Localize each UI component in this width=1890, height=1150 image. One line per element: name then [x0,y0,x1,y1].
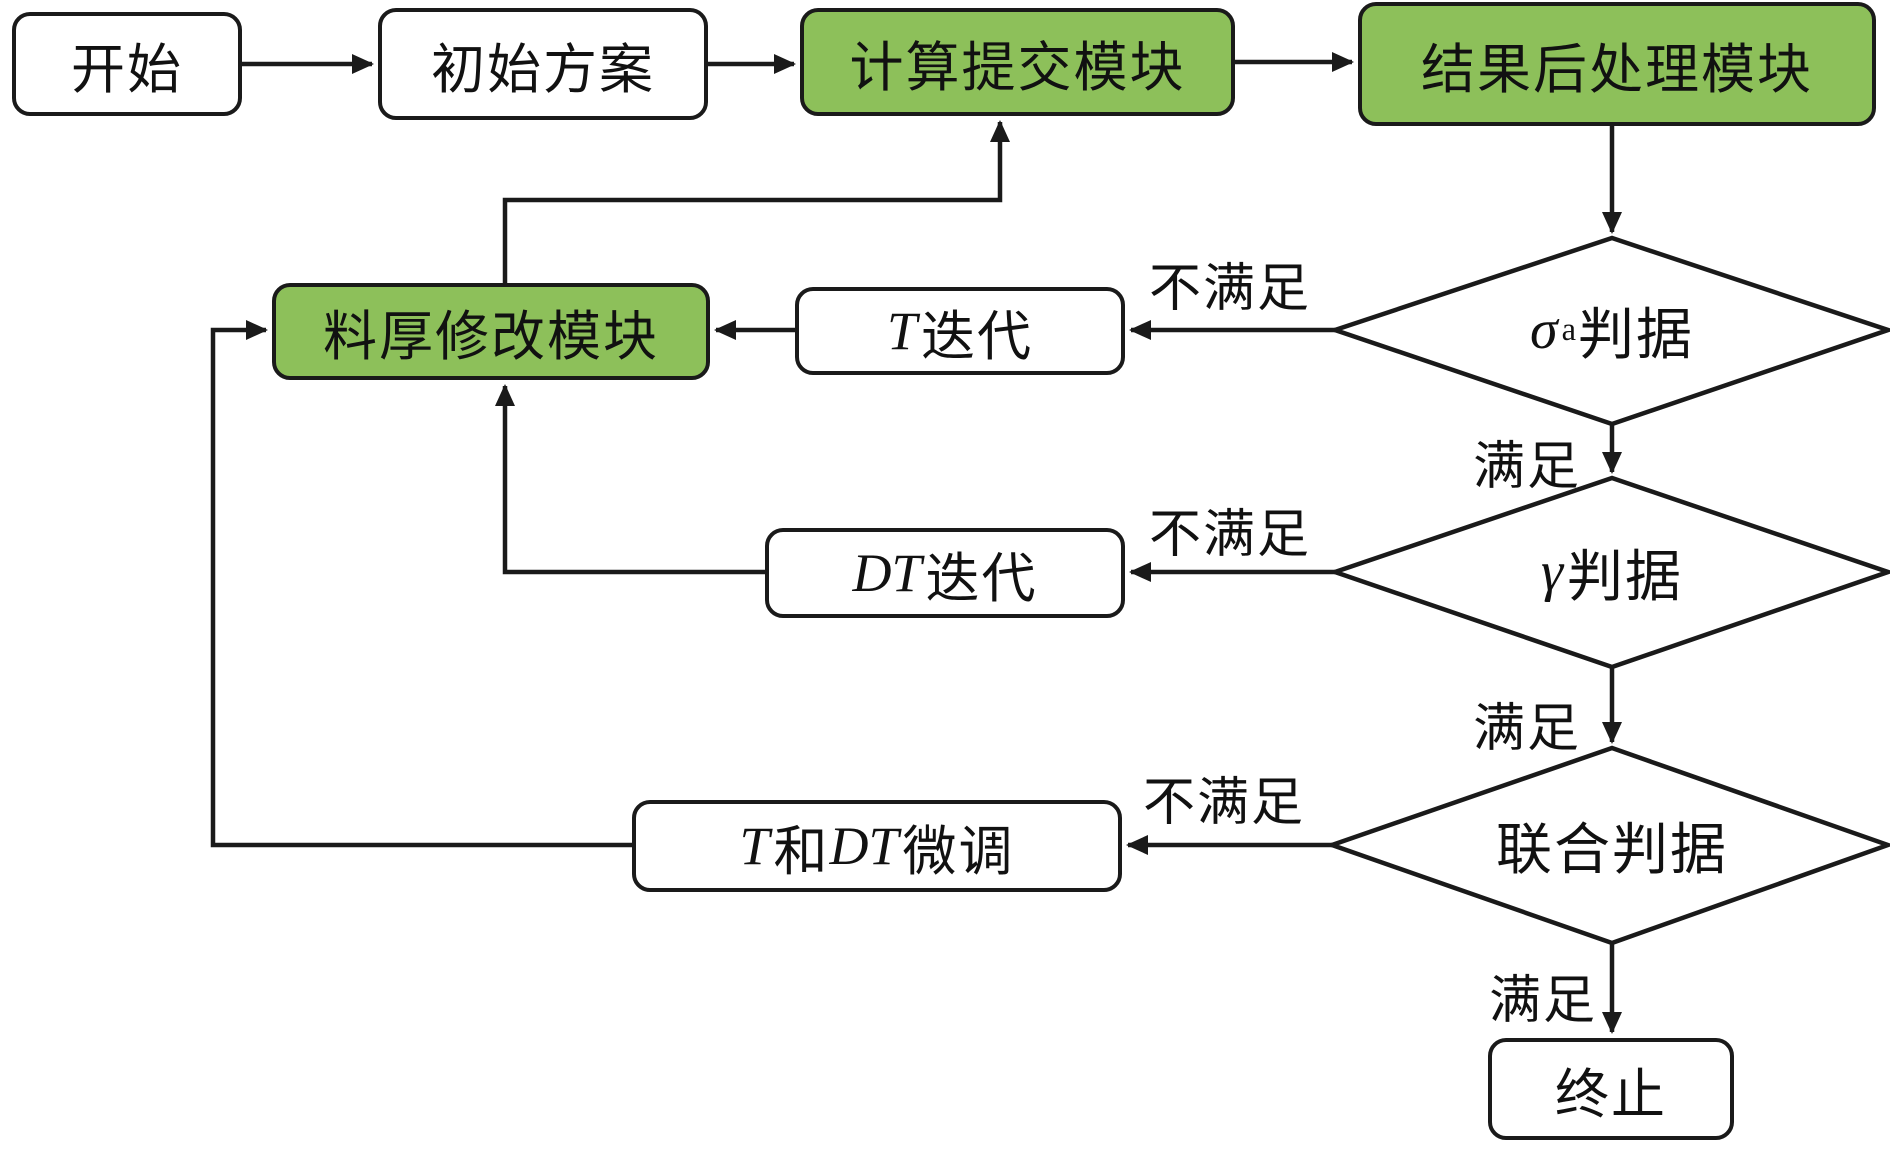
node-result-postprocess-module-label: 结果后处理模块 [1421,39,1813,100]
decision-gamma-suffix: 判据 [1567,546,1684,609]
arrow-dtiter-to-thickness [495,384,765,575]
node-calculation-submit-module: 计算提交模块 [800,8,1235,116]
node-t-iteration-suffix: 迭代 [921,306,1034,367]
node-t-iteration-var: T [886,301,918,361]
node-t-dt-finetune-suffix: 微调 [902,821,1015,882]
decision-sigma-suffix: 判据 [1578,304,1695,367]
node-end-label: 终止 [1555,1064,1667,1125]
node-dt-iteration-var: DT [852,543,922,603]
node-initial-scheme-label: 初始方案 [431,39,655,100]
edge-label-unsatisfied-gamma: 不满足 [1148,507,1311,564]
edge-label-satisfied-gamma: 满足 [1472,701,1581,758]
decision-gamma-symbol: γ [1540,541,1564,603]
node-calculation-submit-module-label: 计算提交模块 [849,37,1186,98]
arrow-tdt-to-thickness [210,320,632,848]
edge-label-satisfied-joint: 满足 [1488,973,1597,1030]
edge-label-satisfied-sigma: 满足 [1472,439,1581,496]
decision-sigma-subscript: a [1561,311,1579,348]
node-t-dt-finetune-var1: T [739,816,770,876]
arrow-thickness-to-submit [502,120,1010,283]
node-start: 开始 [12,12,242,116]
node-dt-iteration-suffix: 迭代 [925,548,1038,609]
node-t-dt-finetune-mid: 和 [773,821,830,882]
decision-joint-label: 联合判据 [1412,811,1812,882]
node-t-dt-finetune-var2: DT [829,816,899,876]
edge-label-unsatisfied-sigma: 不满足 [1148,261,1311,318]
decision-sigma-symbol: σ [1529,299,1558,361]
node-initial-scheme: 初始方案 [378,8,708,120]
decision-joint-text: 联合判据 [1496,819,1728,882]
node-result-postprocess-module: 结果后处理模块 [1358,2,1876,126]
node-thickness-modify-module-label: 料厚修改模块 [323,307,659,367]
node-thickness-modify-module: 料厚修改模块 [272,283,710,380]
node-end: 终止 [1488,1038,1734,1140]
decision-sigma-shape [1327,235,1890,427]
decision-joint-shape [1325,745,1890,946]
node-start-label: 开始 [71,39,183,100]
edge-label-unsatisfied-joint: 不满足 [1142,775,1305,832]
decision-gamma-shape [1328,475,1890,670]
